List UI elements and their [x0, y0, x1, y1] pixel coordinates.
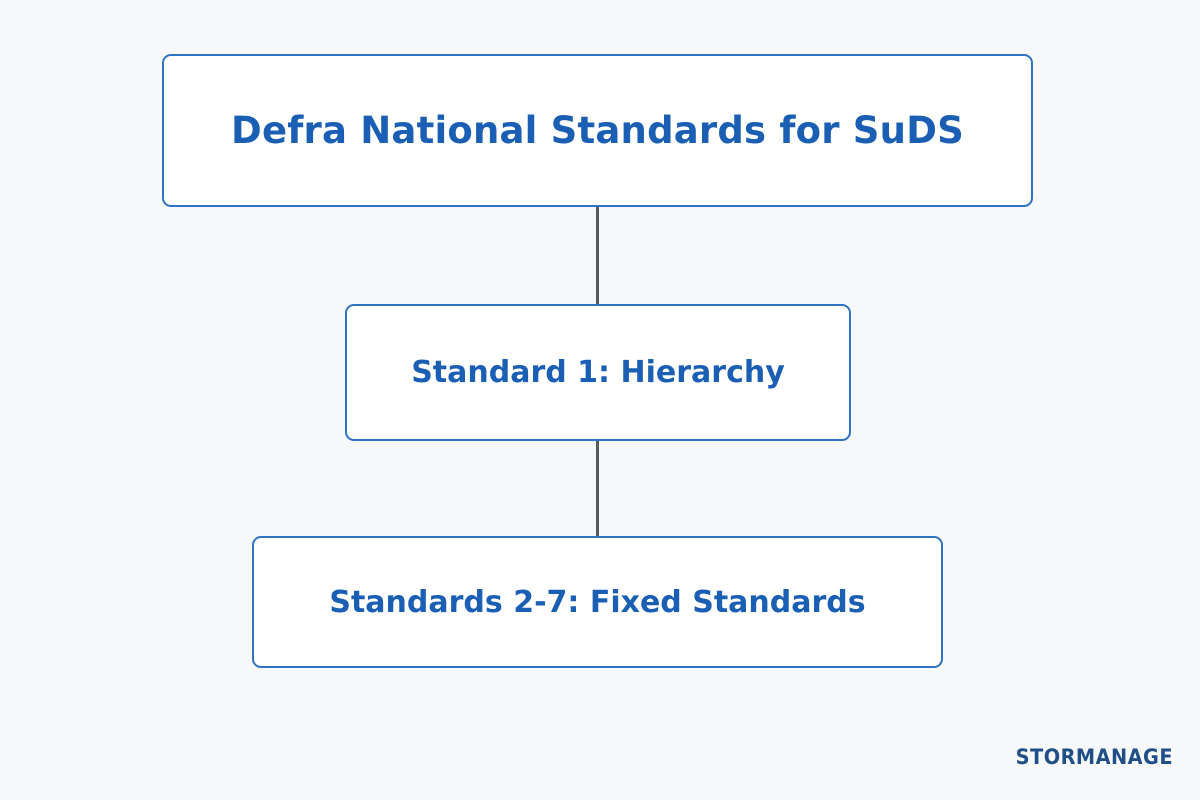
diagram-node-standards-2-7: Standards 2-7: Fixed Standards: [252, 536, 943, 668]
diagram-node-standard-1: Standard 1: Hierarchy: [345, 304, 851, 441]
brand-logo: STORMANAGE: [1015, 745, 1173, 769]
node-label: Standards 2-7: Fixed Standards: [329, 584, 866, 620]
diagram-node-defra-national-standards: Defra National Standards for SuDS: [162, 54, 1033, 207]
node-label: Standard 1: Hierarchy: [411, 355, 785, 390]
connector-line: [596, 207, 599, 304]
connector-line: [596, 441, 599, 536]
node-label: Defra National Standards for SuDS: [231, 109, 964, 152]
